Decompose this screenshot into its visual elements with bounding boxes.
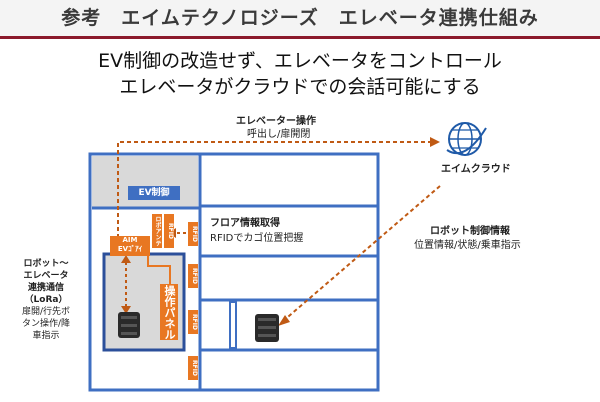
lora-note-l4: （LoRa） — [24, 295, 68, 305]
aim-line1: AIM — [122, 236, 138, 244]
hall-door — [229, 301, 237, 349]
aim-line2: EVｺﾞｱｲ — [117, 245, 143, 253]
lora-note-l5: 扉開/行先ボ — [21, 307, 71, 317]
panel-wire — [147, 246, 171, 284]
lora-note-l6: タン操作/降 — [21, 319, 71, 329]
headline-line2: エレベータがクラウドでの会話可能にする — [119, 76, 481, 98]
ev-operation-sub: 呼出し/扉開閉 — [247, 129, 311, 140]
ev-operation-arrowhead — [430, 137, 440, 147]
title-underline — [0, 36, 600, 39]
lora-note-l2: エレベータ — [23, 271, 69, 281]
robot-control-sub: 位置情報/状態/乗車指示 — [414, 240, 521, 251]
robot-control-title: ロボット制御情報 — [430, 226, 510, 237]
lora-note-l7: 車指示 — [32, 331, 60, 341]
floor-info-sub: RFIDでカゴ位置把握 — [210, 233, 304, 244]
rfid-tag-floor3: RFID — [188, 310, 198, 334]
ev-operation-link — [117, 141, 430, 238]
rfid-tag-floor4: RFID — [188, 356, 198, 380]
robot-in-car — [118, 312, 140, 338]
rfid-reader-car: RFID — [164, 214, 174, 248]
title-bar — [0, 0, 600, 36]
lora-note-l3: 連携通信 — [27, 283, 64, 293]
lora-note-l1: ロボット～ — [23, 259, 69, 269]
lora-note: ロボット～ エレベータ 連携通信 （LoRa） 扉開/行先ボ タン操作/降 車指… — [6, 258, 86, 342]
headline-line1: EV制御の改造せず、エレベータをコントロール — [98, 50, 502, 72]
floor-info-title: フロア情報取得 — [210, 218, 280, 229]
robot-on-floor — [255, 314, 279, 342]
globe-icon — [446, 122, 487, 156]
slide-title: 参考 エイムテクノロジーズ エレベータ連携仕組み — [61, 7, 539, 29]
robot-control-arrowhead — [278, 315, 290, 326]
rfid-tag-floor2: RFID — [188, 264, 198, 288]
aim-ev-gateway: AIM EVｺﾞｱｲ — [110, 236, 150, 256]
rfid-tag-floor1: RFID — [188, 222, 198, 246]
cloud-label: エイムクラウド — [441, 164, 511, 175]
building-outline — [88, 152, 380, 392]
robot-antenna: ロボアンテナ — [145, 214, 162, 248]
ev-operation-title: エレベーター操作 — [236, 116, 316, 127]
ev-control-label: EV制御 — [128, 186, 180, 200]
operation-panel: 操作パネル — [160, 284, 178, 340]
